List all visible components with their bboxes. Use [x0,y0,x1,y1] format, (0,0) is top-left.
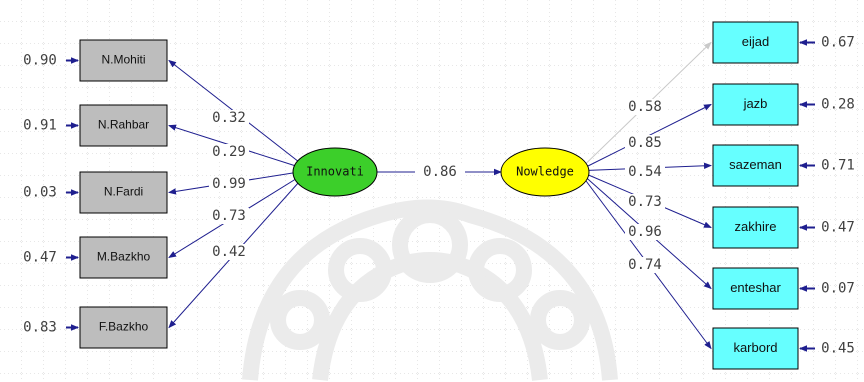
latent-knowledge-label: Nowledge [516,165,574,179]
latent-innovation-ellipse[interactable] [292,147,378,197]
indicator-label-right: jazb [743,96,768,111]
indicator-box-left[interactable] [79,104,168,147]
indicator-label-left: N.Rahbar [98,118,149,132]
indicator-label-left: F.Bazkho [99,320,149,334]
latent-innovation-label: Innovati [306,165,364,179]
right-loading-value: 0.74 [628,257,662,273]
label-halo [625,194,665,210]
indicator-box-left[interactable] [79,306,168,349]
right-error-value: 0.47 [821,220,855,236]
label-halo [209,144,249,160]
right-error-value: 0.71 [821,158,855,174]
indicator-label-right: eijad [742,34,769,49]
label-halo [625,135,665,151]
left-loading-value: 0.32 [212,110,246,126]
left-loading-value: 0.29 [212,144,246,160]
left-error-value: 0.91 [23,118,57,134]
label-halo [625,99,665,115]
indicator-label-right: karbord [733,340,777,355]
left-error-value: 0.03 [23,185,57,201]
indicator-box-right[interactable] [712,206,799,249]
label-halo [415,164,465,180]
right-loading-value: 0.85 [628,135,662,151]
indicator-label-right: zakhire [735,219,777,234]
indicator-box-left[interactable] [79,39,168,82]
right-loading-value: 0.54 [628,164,662,180]
label-halo [625,224,665,240]
label-halo [209,110,249,126]
indicator-box-left[interactable] [79,236,168,279]
label-halo [209,244,249,260]
indicator-label-left: M.Bazkho [97,250,151,264]
structural-path-coefficient: 0.86 [423,164,457,180]
indicator-box-right[interactable] [712,327,799,370]
left-loading-value: 0.99 [212,176,246,192]
label-halo [209,208,249,224]
right-error-value: 0.28 [821,97,855,113]
right-error-value: 0.07 [821,281,855,297]
right-error-value: 0.67 [821,35,855,51]
indicator-label-left: N.Fardi [104,185,143,199]
label-halo [209,176,249,192]
indicator-label-left: N.Mohiti [101,53,145,67]
left-error-value: 0.90 [23,53,57,69]
indicator-box-right[interactable] [712,21,799,64]
latent-knowledge-ellipse[interactable] [500,147,590,197]
left-loading-value: 0.42 [212,244,246,260]
indicator-label-right: enteshar [730,280,781,295]
label-halo [625,164,665,180]
right-loading-value: 0.58 [628,99,662,115]
indicator-box-right[interactable] [712,83,799,126]
left-error-value: 0.47 [23,250,57,266]
left-error-value: 0.83 [23,320,57,336]
left-loading-value: 0.73 [212,208,246,224]
right-loading-value: 0.73 [628,194,662,210]
indicator-label-right: sazeman [729,157,782,172]
right-error-value: 0.45 [821,341,855,357]
indicator-box-right[interactable] [712,267,799,310]
label-halo [625,257,665,273]
indicator-box-right[interactable] [712,144,799,187]
right-loading-value: 0.96 [628,224,662,240]
watermark-logo [242,199,618,381]
indicator-box-left[interactable] [79,171,168,214]
